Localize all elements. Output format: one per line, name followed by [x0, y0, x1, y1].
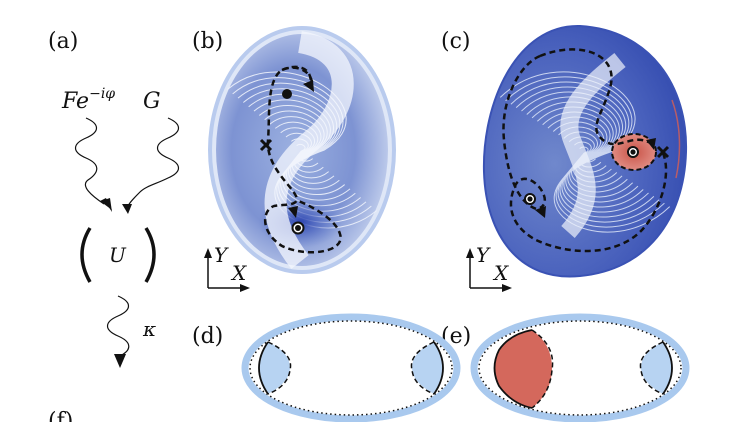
panel-label-d: (d): [192, 324, 223, 349]
drive-label: Fe−iφ: [61, 86, 115, 114]
loss-label: κ: [142, 317, 156, 341]
trajectory-arrow-lower-b: [288, 206, 298, 218]
cavity-mirror-right: [144, 227, 156, 283]
y-axis-label-c: Y: [476, 243, 491, 267]
panel-label-c: (c): [441, 29, 471, 54]
panel-label-a: (a): [48, 29, 78, 54]
separatrix-band-c: [560, 52, 626, 238]
separatrix-band-b: [264, 31, 354, 269]
phase-portrait-b: [208, 26, 396, 274]
gain-label: G: [143, 89, 161, 114]
gain-arrowhead: [122, 204, 132, 214]
drive-wave: [74, 117, 105, 205]
loss-arrowhead: [114, 354, 126, 368]
saddle-point-c: [656, 145, 670, 159]
panel-label-b: (b): [192, 29, 223, 54]
left-basin-d: [259, 342, 290, 394]
loss-wave: [106, 295, 130, 357]
streamline: [510, 81, 660, 223]
schematic-panel: Fe−iφ G U κ: [61, 86, 180, 368]
right-basin-e: [641, 342, 672, 394]
cavity-mirror-left: [80, 227, 92, 283]
streamline: [505, 76, 665, 228]
interaction-label: U: [109, 243, 127, 267]
left-basin-red-e: [494, 330, 552, 408]
panel-label-f: (f): [48, 409, 73, 422]
axes-indicator-c: Y X: [466, 243, 512, 292]
streamline: [515, 86, 655, 218]
trajectory-arrow-lower-c: [535, 206, 546, 218]
trajectory-arrow-upper-b: [303, 80, 314, 92]
axes-indicator-b: Y X: [204, 243, 250, 292]
stable-node-upper-b: [282, 89, 292, 99]
x-axis-label-b: X: [230, 261, 247, 285]
y-axis-label-b: Y: [214, 243, 229, 267]
trajectory-arrow-upper-c: [646, 138, 656, 150]
gain-wave: [127, 117, 180, 207]
right-basin-d: [412, 342, 443, 394]
outer-ring-d: [241, 313, 461, 422]
trajectory-b: [264, 66, 342, 254]
basin-diagram-d: [241, 313, 461, 422]
basin-diagram-e: [470, 313, 690, 422]
streamline: [499, 71, 671, 233]
phase-portrait-c: [482, 24, 688, 278]
outer-ring-e: [470, 313, 690, 422]
saddle-point-b: [259, 138, 273, 152]
x-axis-label-c: X: [492, 261, 509, 285]
